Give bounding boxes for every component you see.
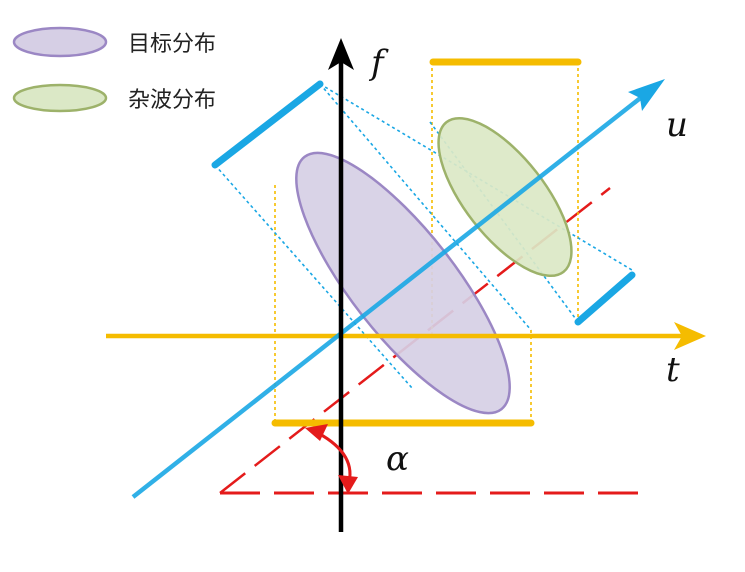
angle-alpha-label: α [386, 439, 409, 479]
u-axis-label: u [666, 105, 688, 145]
legend-clutter-label: 杂波分布 [128, 88, 216, 113]
clutter-distribution-ellipse [437, 116, 573, 278]
angle-alpha-arc [305, 424, 358, 494]
legend-target-swatch [12, 26, 108, 58]
legend-clutter-swatch [12, 83, 108, 113]
u-axis [131, 79, 665, 499]
legend-target-label: 目标分布 [128, 32, 216, 57]
legend: 目标分布 杂波分布 [12, 26, 216, 113]
frequency-axis [328, 38, 354, 532]
frequency-axis-label: f [368, 43, 389, 83]
target-u-projection-bar [211, 80, 324, 169]
time-axis [106, 322, 706, 350]
clutter-u-projection-bar [574, 271, 636, 326]
time-axis-label: t [666, 350, 680, 390]
